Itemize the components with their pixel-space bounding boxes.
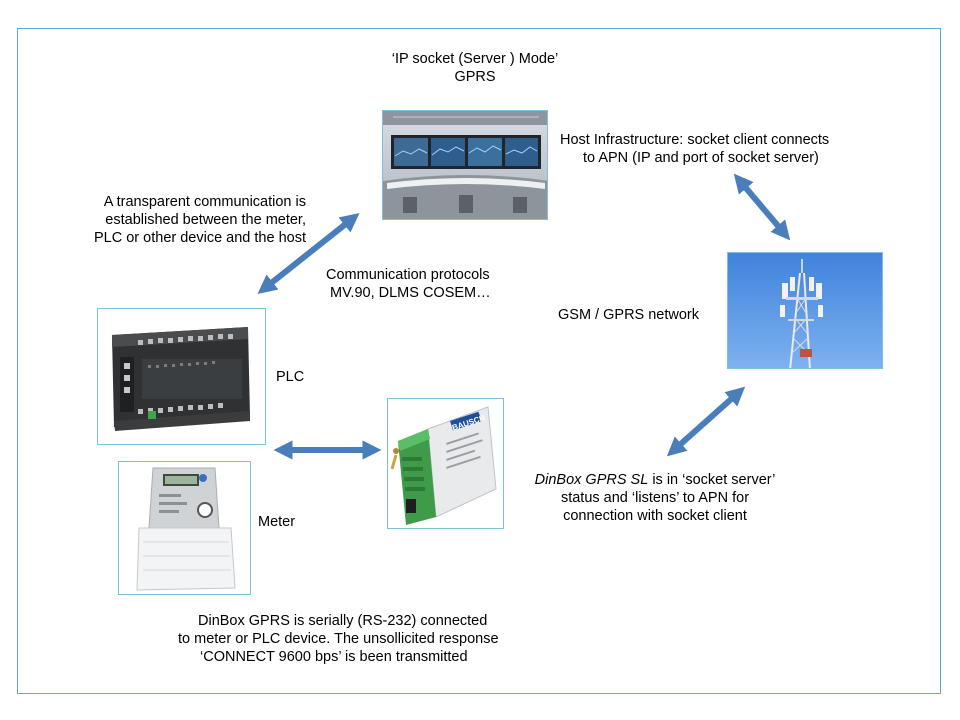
protocols-line1: Communication protocols <box>326 267 490 283</box>
control-room-image <box>382 110 548 220</box>
transparent-line3: PLC or other device and the host <box>94 230 306 246</box>
dinbox-name: DinBox GPRS SL <box>534 472 649 488</box>
dinbox-line3: connection with socket client <box>563 508 747 524</box>
arrow-plc-host <box>257 213 360 294</box>
protocols-line2: MV.90, DLMS COSEM… <box>330 285 491 301</box>
transparent-communication-text: A transparent communication is establish… <box>66 193 306 247</box>
meter-image <box>118 461 251 595</box>
mode-title-line1: ‘IP socket (Server ) Mode’ <box>391 51 559 67</box>
bottom-description: DinBox GPRS is serially (RS-232) connect… <box>178 612 499 666</box>
dinbox-line1-rest: is in ‘socket server’ <box>648 472 776 488</box>
meter-illustration <box>119 462 250 594</box>
arrow-gsm-dinbox <box>666 386 746 457</box>
dinbox-line1: DinBox GPRS SL is in ‘socket server’ <box>520 471 790 489</box>
tower-illustration <box>728 253 882 368</box>
host-line1: Host Infrastructure: socket client conne… <box>560 132 830 148</box>
host-infrastructure-text: Host Infrastructure: socket client conne… <box>560 131 829 167</box>
dinbox-status-text: DinBox GPRS SL is in ‘socket server’ sta… <box>520 471 790 525</box>
mode-title-line2: GPRS <box>454 69 496 85</box>
mode-title: ‘IP socket (Server ) Mode’ GPRS <box>370 50 580 86</box>
antenna-tower-image <box>727 252 883 369</box>
transparent-line1: A transparent communication is <box>103 194 306 210</box>
arrow-host-gsm <box>733 173 791 241</box>
diagram-frame <box>17 28 941 694</box>
meter-label: Meter <box>258 514 296 530</box>
gsm-network-label: GSM / GPRS network <box>558 307 700 323</box>
plc-label: PLC <box>276 369 305 385</box>
dinbox-line2: status and ‘listens’ to APN for <box>560 490 750 506</box>
plc-image <box>97 308 266 445</box>
bottom-line2: to meter or PLC device. The unsollicited… <box>178 631 499 647</box>
protocols-text: Communication protocols MV.90, DLMS COSE… <box>326 266 491 302</box>
dinbox-device-image: BAUSCH <box>387 398 504 529</box>
bottom-line3: ‘CONNECT 9600 bps’ is been transmitted <box>200 649 468 665</box>
host-line2: to APN (IP and port of socket server) <box>583 150 819 166</box>
bottom-line1: DinBox GPRS is serially (RS-232) connect… <box>198 613 488 629</box>
plc-illustration <box>98 309 265 444</box>
dinbox-illustration: BAUSCH <box>388 399 503 528</box>
control-room-illustration <box>383 111 547 219</box>
transparent-line2: established between the meter, <box>105 212 306 228</box>
